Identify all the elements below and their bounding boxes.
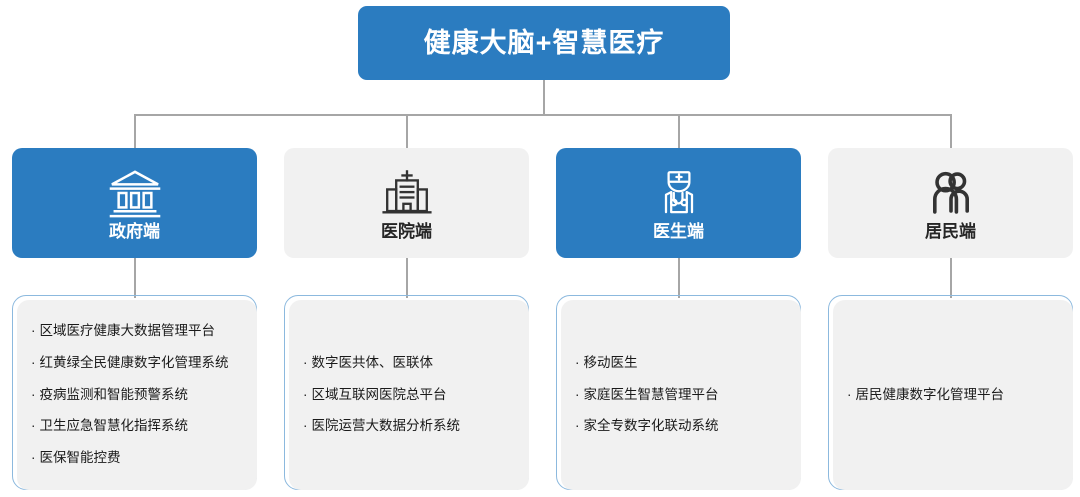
connector-drop-4 (950, 114, 952, 148)
bullet-glyph: · (31, 450, 36, 466)
category-card-government[interactable]: 政府端 (12, 148, 257, 258)
list-item-label: 医院运营大数据分析系统 (311, 418, 461, 434)
list-item-label: 居民健康数字化管理平台 (855, 386, 1005, 402)
list-item[interactable]: · 卫生应急智慧化指挥系统 (31, 418, 243, 435)
two-people-icon (922, 167, 980, 219)
panel-body[interactable]: · 移动医生 · 家庭医生智慧管理平台 · 家全专数字化联动系统 (561, 300, 801, 490)
bullet-glyph: · (575, 418, 580, 434)
category-label: 医院端 (381, 221, 432, 241)
connector-drop-3 (678, 114, 680, 148)
list-item-label: 家全专数字化联动系统 (583, 418, 719, 434)
connector-horizontal-bus (134, 114, 952, 116)
list-item-label: 数字医共体、医联体 (311, 354, 434, 370)
bullet-glyph: · (31, 322, 36, 338)
category-label: 政府端 (109, 221, 160, 241)
list-item-label: 移动医生 (583, 354, 638, 370)
list-item-label: 家庭医生智慧管理平台 (583, 386, 719, 402)
connector-card-to-list-4 (950, 258, 952, 298)
bullet-glyph: · (31, 418, 36, 434)
panel-body[interactable]: · 居民健康数字化管理平台 (833, 300, 1073, 490)
bullet-glyph: · (31, 386, 36, 402)
list-item-label: 医保智能控费 (39, 450, 121, 466)
category-card-doctor[interactable]: 医生端 (556, 148, 801, 258)
bullet-glyph: · (575, 354, 580, 370)
hospital-building-icon (378, 167, 436, 219)
category-label: 医生端 (653, 221, 704, 241)
bullet-glyph: · (575, 386, 580, 402)
connector-drop-2 (406, 114, 408, 148)
list-panel-resident: · 居民健康数字化管理平台 (828, 295, 1073, 490)
root-title: 健康大脑+智慧医疗 (423, 27, 665, 58)
list-item[interactable]: · 数字医共体、医联体 (303, 355, 515, 372)
list-item-label: 区域互联网医院总平台 (311, 386, 447, 402)
connector-card-to-list-1 (134, 258, 136, 298)
bullet-glyph: · (303, 386, 308, 402)
list-item[interactable]: · 医保智能控费 (31, 450, 243, 467)
connector-drop-1 (134, 114, 136, 148)
list-item[interactable]: · 移动医生 (575, 355, 787, 372)
list-item[interactable]: · 区域互联网医院总平台 (303, 387, 515, 404)
category-label: 居民端 (925, 221, 976, 241)
panel-body[interactable]: · 区域医疗健康大数据管理平台 · 红黄绿全民健康数字化管理系统 · 疫病监测和… (17, 300, 257, 490)
list-item-label: 疫病监测和智能预警系统 (39, 386, 189, 402)
government-building-icon (106, 167, 164, 219)
list-item[interactable]: · 家全专数字化联动系统 (575, 418, 787, 435)
connector-card-to-list-2 (406, 258, 408, 298)
category-card-resident[interactable]: 居民端 (828, 148, 1073, 258)
list-panel-hospital: · 数字医共体、医联体 · 区域互联网医院总平台 · 医院运营大数据分析系统 (284, 295, 529, 490)
list-item[interactable]: · 居民健康数字化管理平台 (847, 387, 1059, 404)
list-item-label: 红黄绿全民健康数字化管理系统 (39, 354, 229, 370)
connector-card-to-list-3 (678, 258, 680, 298)
list-item-label: 卫生应急智慧化指挥系统 (39, 418, 189, 434)
root-node[interactable]: 健康大脑+智慧医疗 (358, 6, 730, 80)
list-item[interactable]: · 家庭医生智慧管理平台 (575, 387, 787, 404)
bullet-glyph: · (847, 386, 852, 402)
list-item[interactable]: · 区域医疗健康大数据管理平台 (31, 323, 243, 340)
list-item[interactable]: · 疫病监测和智能预警系统 (31, 387, 243, 404)
list-panel-doctor: · 移动医生 · 家庭医生智慧管理平台 · 家全专数字化联动系统 (556, 295, 801, 490)
bullet-glyph: · (31, 354, 36, 370)
doctor-icon (650, 167, 708, 219)
list-item[interactable]: · 红黄绿全民健康数字化管理系统 (31, 355, 243, 372)
bullet-glyph: · (303, 418, 308, 434)
list-item[interactable]: · 医院运营大数据分析系统 (303, 418, 515, 435)
bullet-glyph: · (303, 354, 308, 370)
connector-root-stem (543, 80, 545, 115)
list-item-label: 区域医疗健康大数据管理平台 (39, 322, 216, 338)
category-card-hospital[interactable]: 医院端 (284, 148, 529, 258)
panel-body[interactable]: · 数字医共体、医联体 · 区域互联网医院总平台 · 医院运营大数据分析系统 (289, 300, 529, 490)
list-panel-government: · 区域医疗健康大数据管理平台 · 红黄绿全民健康数字化管理系统 · 疫病监测和… (12, 295, 257, 490)
